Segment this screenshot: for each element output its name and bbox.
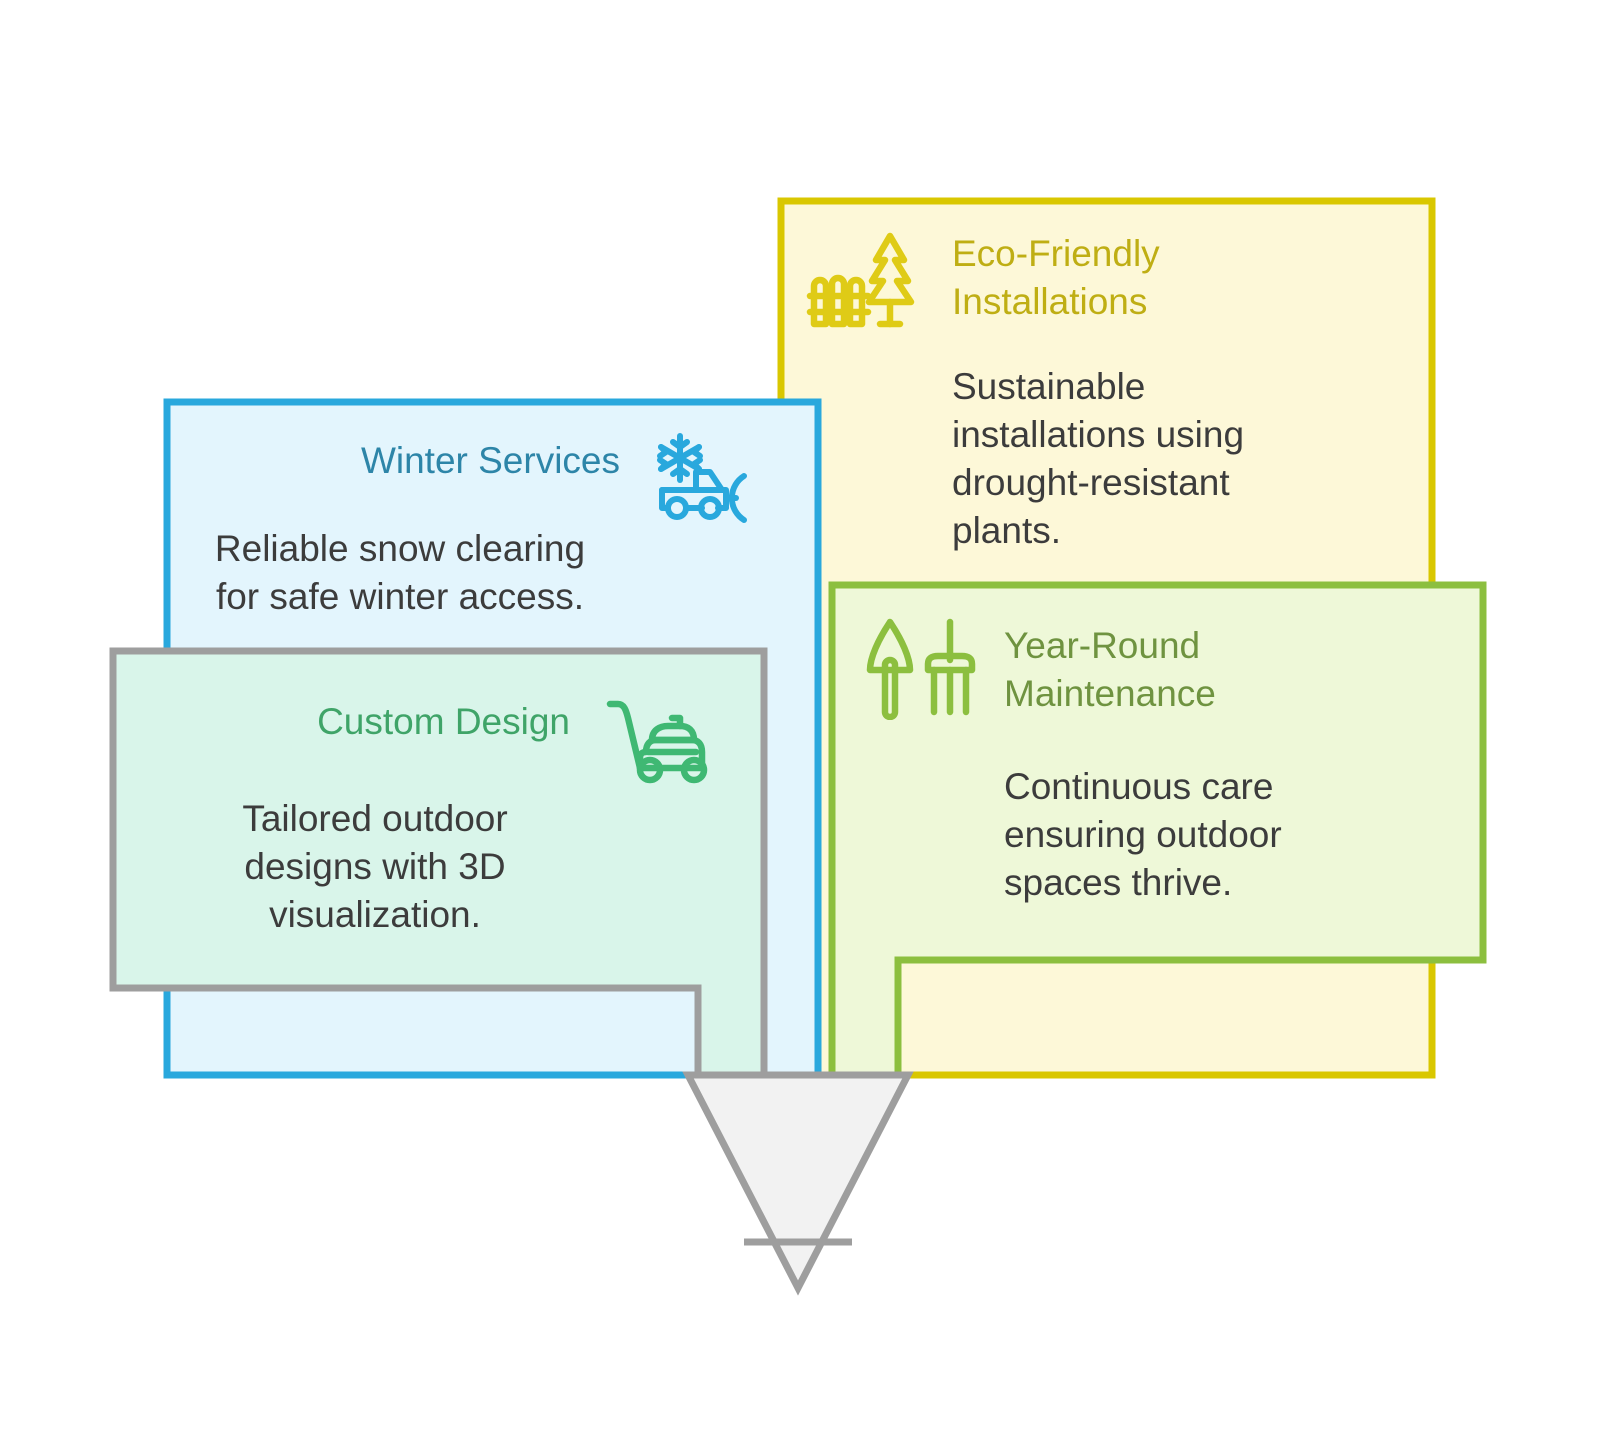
winter-services-title: Winter Services bbox=[360, 440, 620, 481]
year-round-title: Year-Round Maintenance bbox=[1004, 625, 1216, 714]
year-round-description: Continuous care ensuring outdoor spaces … bbox=[1004, 766, 1282, 903]
custom-design-title: Custom Design bbox=[317, 701, 570, 742]
custom-design-description: Tailored outdoor designs with 3D visuali… bbox=[242, 798, 508, 935]
eco-friendly-title-block: Eco-Friendly Installations bbox=[952, 230, 1352, 326]
winter-services-description: Reliable snow clearing for safe winter a… bbox=[214, 528, 586, 617]
eco-friendly-description: Sustainable installations using drought-… bbox=[952, 366, 1245, 551]
year-round-description-block: Continuous care ensuring outdoor spaces … bbox=[1004, 763, 1384, 907]
eco-friendly-title: Eco-Friendly Installations bbox=[952, 233, 1160, 322]
shovel-fork-icon bbox=[866, 618, 976, 720]
funnel-cone bbox=[682, 1071, 914, 1296]
fence-tree-icon bbox=[806, 232, 915, 328]
custom-design-title-block: Custom Design bbox=[200, 698, 570, 746]
year-round-title-block: Year-Round Maintenance bbox=[1004, 622, 1384, 718]
lawn-mower-icon bbox=[606, 700, 708, 784]
eco-friendly-description-block: Sustainable installations using drought-… bbox=[952, 363, 1352, 555]
custom-design-description-block: Tailored outdoor designs with 3D visuali… bbox=[180, 795, 570, 939]
winter-services-description-block: Reliable snow clearing for safe winter a… bbox=[180, 525, 620, 621]
snowplow-truck-icon bbox=[657, 433, 747, 523]
winter-services-title-block: Winter Services bbox=[200, 437, 620, 485]
